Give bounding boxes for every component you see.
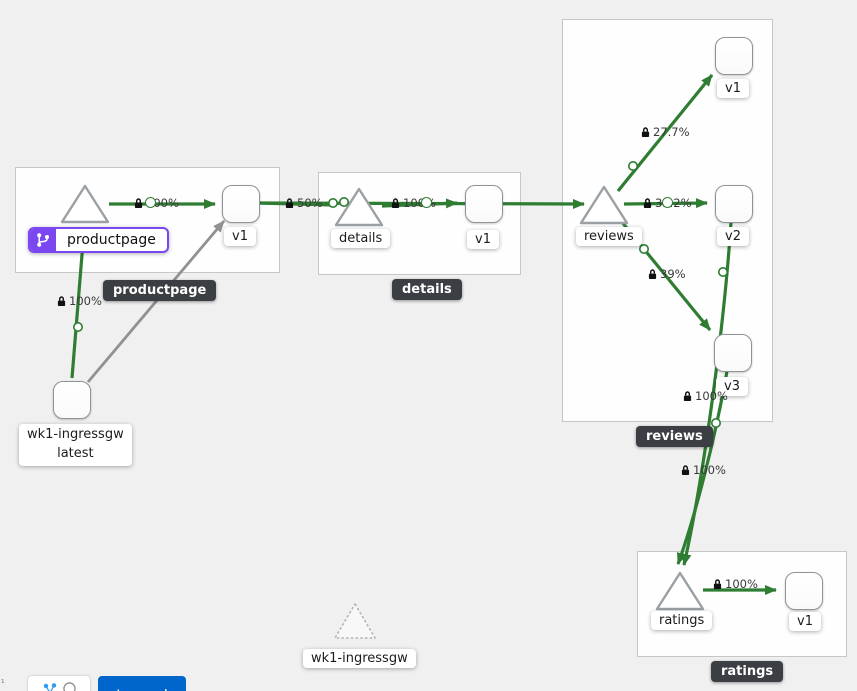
edge-percent: 100%: [69, 294, 102, 308]
workload-version: latest: [57, 445, 94, 461]
traffic-dot: [710, 417, 721, 428]
service-node-idle-gateway[interactable]: [334, 603, 376, 639]
edge-reviews-to-v1[interactable]: [616, 73, 714, 193]
lock-icon: [641, 126, 650, 137]
group-badge-details: details: [392, 279, 462, 300]
workload-node-reviews-v2[interactable]: [715, 185, 753, 223]
edge-percent: 50%: [297, 196, 323, 210]
traffic-dot: [73, 321, 84, 332]
node-label-reviews-v1: v1: [717, 79, 749, 98]
lock-icon: [648, 268, 657, 279]
node-label-ingressgw: wk1-ingressgw latest: [19, 424, 132, 466]
lock-icon: [57, 295, 66, 306]
edge-label-ingress-productpage: 100%: [57, 294, 102, 308]
node-label-ratings-v1: v1: [789, 612, 821, 631]
edge-ingress-to-productpage-v1[interactable]: [86, 220, 226, 383]
traffic-dot: [662, 197, 673, 208]
traffic-dot: [421, 197, 432, 208]
graph-icon: [43, 683, 56, 691]
workload-node-details-v1[interactable]: [465, 185, 503, 223]
service-node-productpage[interactable]: [60, 184, 110, 224]
edge-label-v3-ratings: 100%: [683, 389, 728, 403]
workload-node-ingressgw[interactable]: [53, 381, 91, 419]
edge-label-ratings-v1: 100%: [713, 577, 758, 591]
legend-button-label: Legend: [116, 688, 167, 691]
workload-node-ratings-v1[interactable]: [785, 572, 823, 610]
group-badge-reviews: reviews: [636, 426, 713, 447]
node-label-reviews-v3: v3: [716, 377, 748, 396]
edge-percent: 100%: [695, 389, 728, 403]
lock-icon: [134, 197, 143, 208]
traffic-dot: [145, 197, 156, 208]
lock-icon: [643, 197, 652, 208]
legend-button[interactable]: Legend: [98, 676, 186, 691]
group-badge-ratings: ratings: [711, 661, 784, 682]
workload-node-productpage-v1[interactable]: [222, 185, 260, 223]
traffic-dot: [638, 244, 649, 255]
lock-icon: [285, 197, 294, 208]
lock-icon: [713, 578, 722, 589]
edge-percent: 39%: [660, 267, 686, 281]
node-label: productpage: [67, 232, 156, 248]
edge-reviews-v2-to-ratings[interactable]: [681, 221, 733, 566]
edge-percent: 100%: [725, 577, 758, 591]
edge-label-v2-ratings: 100%: [681, 463, 726, 477]
workload-name: wk1-ingressgw: [27, 427, 124, 442]
node-label-ratings: ratings: [651, 611, 713, 630]
edge-label-reviews-v1: 27.7%: [641, 125, 690, 139]
edge-percent: 27.7%: [653, 125, 690, 139]
edge-percent: 33.2%: [655, 196, 692, 210]
service-node-reviews[interactable]: [579, 185, 629, 225]
virtual-service-branch-icon: [30, 229, 56, 251]
group-badge-productpage: productpage: [103, 280, 217, 301]
traffic-dot: [327, 198, 338, 209]
edge-reviews-v3-to-ratings[interactable]: [676, 370, 729, 565]
edge-label-v1-details: 50%: [285, 196, 323, 210]
traffic-dot: [627, 161, 638, 172]
node-label-details-v1: v1: [467, 230, 499, 249]
node-label-idle-gateway: wk1-ingressgw: [303, 649, 416, 668]
workload-node-reviews-v3[interactable]: [714, 334, 752, 372]
traffic-dot: [717, 266, 728, 277]
zoom-controls-clipped[interactable]: ¹: [1, 679, 7, 689]
lock-icon: [681, 464, 690, 475]
node-label-productpage-v1: v1: [224, 227, 256, 246]
node-label-reviews-v2: v2: [717, 227, 749, 246]
service-node-details[interactable]: [334, 187, 384, 227]
workload-node-reviews-v1[interactable]: [715, 37, 753, 75]
question-circle-icon: [62, 682, 76, 691]
graph-tour-button[interactable]: [28, 676, 90, 691]
edge-ingress-to-productpage[interactable]: [70, 229, 89, 379]
service-node-ratings[interactable]: [655, 571, 705, 611]
lock-icon: [391, 197, 400, 208]
node-label-details: details: [331, 229, 391, 248]
traffic-dot: [338, 197, 349, 208]
selected-node-label-productpage[interactable]: productpage: [28, 227, 169, 253]
edge-percent: 100%: [693, 463, 726, 477]
lock-icon: [683, 390, 692, 401]
edge-label-productpage-v1: 100%: [134, 196, 179, 210]
node-label-reviews: reviews: [576, 227, 642, 246]
edge-label-reviews-v3: 39%: [648, 267, 686, 281]
edge-v1-to-details[interactable]: [257, 201, 334, 207]
